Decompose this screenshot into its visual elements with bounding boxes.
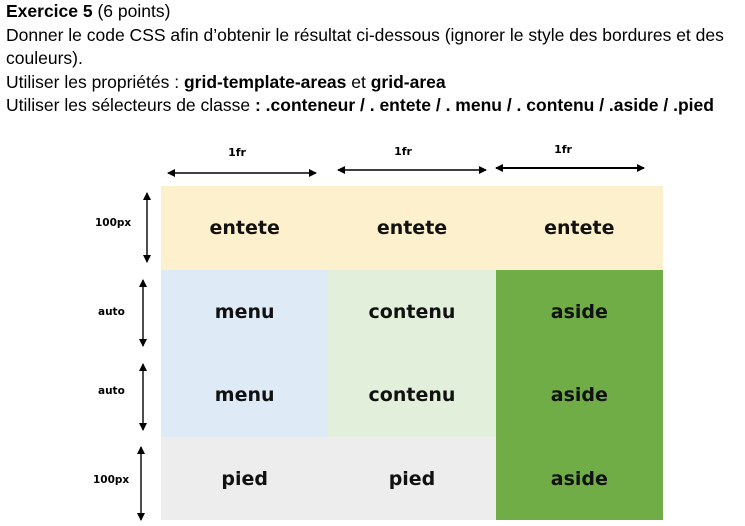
property-grid-area: grid-area [370,71,446,92]
column-2-size-label: 1fr [394,145,412,158]
property-grid-template-areas: grid-template-areas [183,71,347,92]
class-selectors: : .conteneur / . entete / . menu / . con… [254,95,714,115]
instruction-line-1: Donner le code CSS afin d’obtenir le rés… [6,24,724,69]
entete-cell-1: entete [161,186,329,270]
menu-cell-2: menu [161,353,329,437]
exercise-title: Exercice 5 (6 points) [6,0,742,24]
exercise-instructions: Exercice 5 (6 points) Donner le code CSS… [6,0,742,118]
menu-cell-1: menu [161,270,329,353]
instruction-line-2: Utiliser les propriétés : grid-template-… [6,71,742,95]
grid-layout-result: entete entete entete menu contenu aside … [161,186,663,520]
column-1-size-label: 1fr [228,146,246,159]
instruction-line-3: Utiliser les sélecteurs de classe : .con… [6,94,742,118]
row-4-size-label: 100px [93,474,130,486]
aside-cell-2: aside [495,353,663,437]
row-1-size-label: 100px [95,217,132,229]
aside-cell-3: aside [495,437,663,520]
instruction-and: et [346,71,371,92]
pied-cell-1: pied [161,437,329,520]
row-2-size-label: auto [98,306,125,318]
aside-cell-1: aside [495,270,663,353]
column-3-size-label: 1fr [554,143,572,156]
entete-cell-2: entete [328,186,496,270]
pied-cell-2: pied [328,437,496,520]
contenu-cell-2: contenu [328,353,496,437]
instruction-line-3-prefix: Utiliser les sélecteurs de classe [6,95,255,115]
contenu-cell-1: contenu [328,270,496,353]
entete-cell-3: entete [495,186,663,270]
instruction-line-2-prefix: Utiliser les propriétés : [6,71,184,92]
row-3-size-label: auto [98,385,125,397]
exercise-points: (6 points) [92,1,171,21]
exercise-title-bold: Exercice 5 [6,1,93,21]
